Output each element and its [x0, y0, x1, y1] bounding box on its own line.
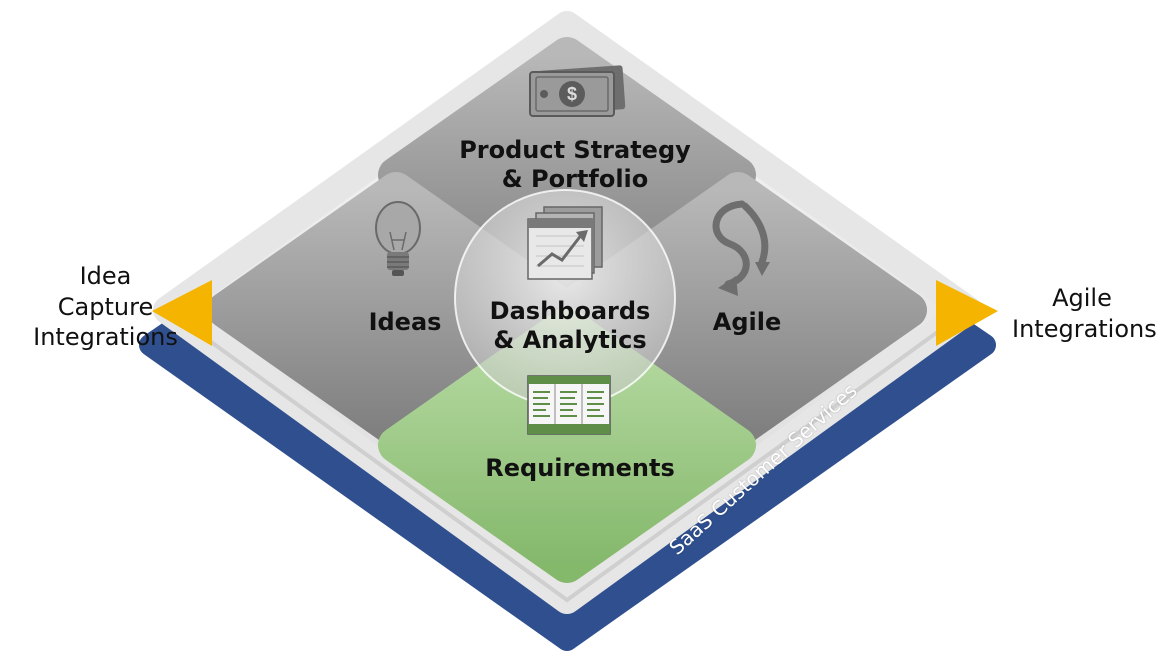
agile-title: Agile — [692, 308, 802, 337]
product-strategy-title-line-2: & Portfolio — [501, 164, 649, 193]
right-arrow — [936, 280, 998, 346]
tile-requirements — [378, 307, 756, 583]
money-icon: $ — [529, 65, 626, 117]
left-arrow — [152, 280, 212, 346]
dashboards-title-line-1: Dashboards — [489, 297, 651, 325]
idea-capture-integrations-label: Idea Capture Integrations — [28, 261, 183, 353]
ideas-title: Ideas — [350, 308, 460, 337]
product-strategy-title-line-1: Product Strategy — [459, 136, 691, 164]
agile-title-line-1: Agile — [712, 308, 782, 336]
agile-integrations-label: Agile Integrations — [1012, 283, 1156, 344]
lightbulb-icon — [375, 201, 421, 276]
requirements-title-line-1: Requirements — [485, 454, 675, 482]
left-label-line-3: Integrations — [33, 323, 178, 352]
requirements-title: Requirements — [470, 454, 690, 483]
left-label-line-2: Capture — [57, 292, 154, 321]
agile-loop-icon — [712, 200, 770, 296]
product-strategy-title: Product Strategy & Portfolio — [455, 136, 695, 194]
dashboards-title-line-2: & Analytics — [493, 325, 647, 354]
platform-edge — [165, 308, 970, 603]
dashboards-title: Dashboards & Analytics — [470, 297, 670, 355]
svg-text:$: $ — [567, 84, 577, 104]
dashboard-chart-icon — [527, 206, 603, 280]
requirements-table-icon — [527, 375, 611, 435]
right-label-line-1: Agile — [1052, 284, 1112, 312]
ideas-title-line-1: Ideas — [368, 308, 442, 336]
left-label-line-1: Idea — [79, 262, 132, 290]
right-label-line-2: Integrations — [1012, 314, 1156, 343]
